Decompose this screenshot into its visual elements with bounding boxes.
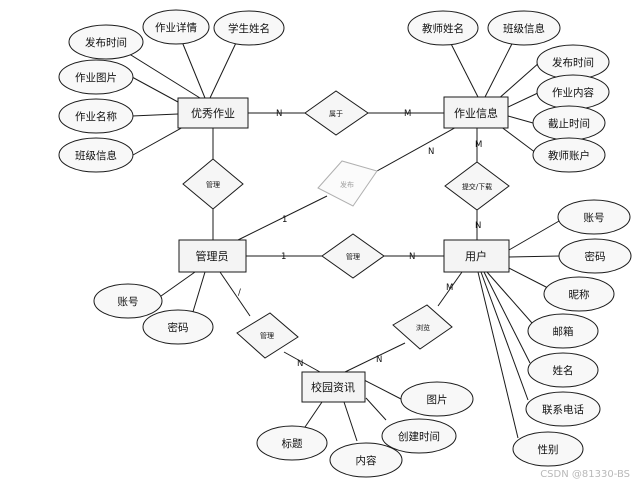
svg-text:作业内容: 作业内容 [552,86,594,99]
svg-text:截止时间: 截止时间 [548,117,590,130]
attr-excellent-hw-publish-time: 发布时间 [68,24,144,60]
entity-campus-news-label: 校园资讯 [311,380,355,394]
attr-user-nickname: 昵称 [543,276,615,312]
attr-user-email: 邮箱 [527,313,599,349]
attr-excellent-hw-detail: 作业详情 [142,9,210,45]
card-manage-news-admin: / [238,288,241,298]
relation-belongs-label: 属于 [329,110,343,118]
card-browse-user: M [446,283,453,293]
attr-admin-account: 账号 [93,283,163,319]
relation-manage-user-label: 管理 [346,252,360,261]
svg-text:教师姓名: 教师姓名 [422,22,464,35]
svg-text:密码: 密码 [168,321,189,334]
entity-hw-info: 作业信息 [443,96,509,129]
attr-news-title: 标题 [256,425,328,461]
card-publish-admin: 1 [282,215,287,225]
card-manage-user-user: N [409,252,415,262]
svg-text:昵称: 昵称 [569,288,590,301]
attr-news-content: 内容 [329,442,403,478]
relation-manage-hw-label: 管理 [206,180,220,189]
card-publish-hw: N [428,147,434,157]
entity-excellent-hw: 优秀作业 [177,97,249,129]
relation-browse: 浏览 [392,304,453,350]
svg-text:密码: 密码 [585,250,606,263]
svg-text:图片: 图片 [427,393,448,406]
attr-user-name: 姓名 [527,352,599,388]
svg-text:班级信息: 班级信息 [75,149,117,162]
relation-upload-download-label: 提交/下载 [462,182,492,191]
svg-text:姓名: 姓名 [553,364,574,377]
attr-admin-password: 密码 [142,309,214,345]
entity-admin-label: 管理员 [196,249,229,263]
svg-text:联系电话: 联系电话 [542,403,584,416]
svg-text:作业名称: 作业名称 [75,110,117,123]
relation-manage-user: 管理 [321,233,385,279]
card-manage-news-news: N [297,359,303,369]
connector-lines [109,26,567,442]
card-upload-hw: M [475,140,482,150]
svg-text:标题: 标题 [282,438,303,450]
entity-user-label: 用户 [465,249,487,263]
svg-text:发布时间: 发布时间 [552,56,594,69]
svg-text:账号: 账号 [584,212,605,224]
relation-publish-label: 发布 [340,180,354,189]
card-upload-user: N [475,221,481,231]
watermark: CSDN @81330-BS [540,469,630,480]
relation-browse-label: 浏览 [416,323,430,332]
attr-hw-info-publish-time: 发布时间 [536,44,610,80]
svg-text:创建时间: 创建时间 [398,430,440,443]
attr-excellent-hw-name: 作业名称 [58,98,134,134]
cardinality-labels: N M 1 N M N 1 N / N N M [238,109,482,369]
card-belongs-left: N [276,109,282,119]
relation-manage-news-label: 管理 [260,331,274,340]
attr-user-account: 账号 [557,199,631,235]
svg-text:班级信息: 班级信息 [503,22,545,35]
svg-text:教师账户: 教师账户 [548,149,590,162]
attr-hw-info-class-info: 班级信息 [487,10,561,46]
attr-excellent-hw-class-info: 班级信息 [58,137,134,173]
relation-upload-download: 提交/下载 [444,161,510,211]
entity-admin: 管理员 [178,239,247,273]
svg-text:发布时间: 发布时间 [85,36,127,49]
svg-text:内容: 内容 [356,454,377,467]
entity-excellent-hw-label: 优秀作业 [191,107,235,120]
attr-hw-info-teacher-account: 教师账户 [532,137,606,173]
card-browse-news: N [376,355,382,365]
attr-user-password: 密码 [558,238,632,274]
entity-user: 用户 [443,239,510,273]
card-belongs-right: M [404,109,411,119]
svg-text:性别: 性别 [538,443,559,456]
svg-text:作业详情: 作业详情 [155,21,197,34]
attr-hw-info-deadline: 截止时间 [532,105,606,141]
entity-campus-news: 校园资讯 [301,371,366,403]
svg-text:学生姓名: 学生姓名 [228,22,270,35]
svg-text:邮箱: 邮箱 [553,325,574,338]
attr-news-create-time: 创建时间 [381,418,457,454]
attr-hw-info-teacher-name: 教师姓名 [407,10,479,46]
attr-excellent-hw-student-name: 学生姓名 [213,10,285,46]
attr-hw-info-content: 作业内容 [536,74,610,110]
attr-news-image: 图片 [400,381,474,417]
card-manage-user-admin: 1 [281,252,286,262]
attr-excellent-hw-image: 作业图片 [58,59,134,95]
attr-user-gender: 性别 [512,431,584,467]
entity-hw-info-label: 作业信息 [454,106,498,120]
relation-belongs: 属于 [304,90,369,136]
relation-manage-hw: 管理 [182,158,244,210]
relation-publish: 发布 [317,160,378,207]
svg-text:账号: 账号 [118,296,139,308]
relation-manage-news: 管理 [236,312,299,359]
svg-text:作业图片: 作业图片 [75,71,117,84]
attr-user-phone: 联系电话 [525,391,601,427]
